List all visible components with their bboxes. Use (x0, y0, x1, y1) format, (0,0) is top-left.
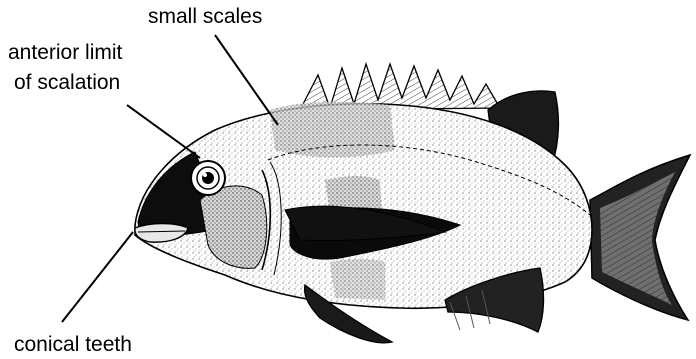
label-anterior-limit-line2: of scalation (14, 70, 120, 95)
leader-small-scales (215, 35, 278, 125)
leader-conical-teeth (62, 232, 133, 322)
leader-anterior-limit (127, 105, 200, 158)
label-conical-teeth: conical teeth (14, 332, 132, 357)
label-anterior-limit-line1: anterior limit (8, 40, 122, 65)
label-small-scales: small scales (148, 4, 262, 29)
